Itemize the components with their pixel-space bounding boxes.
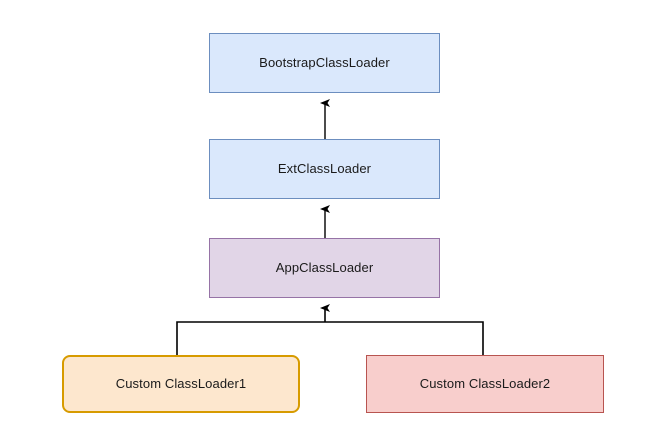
node-custom-classloader2-label: Custom ClassLoader2: [419, 376, 551, 392]
node-app-classloader[interactable]: AppClassLoader: [209, 238, 440, 298]
node-bootstrap-classloader[interactable]: BootstrapClassLoader: [209, 33, 440, 93]
node-custom-classloader2[interactable]: Custom ClassLoader2: [366, 355, 604, 413]
node-custom-classloader1[interactable]: Custom ClassLoader1: [62, 355, 300, 413]
node-ext-classloader[interactable]: ExtClassLoader: [209, 139, 440, 199]
node-bootstrap-classloader-label: BootstrapClassLoader: [259, 55, 390, 71]
node-app-classloader-label: AppClassLoader: [275, 260, 374, 276]
node-custom-classloader1-label: Custom ClassLoader1: [115, 376, 247, 392]
edge-customs-to-app: [176, 304, 484, 355]
node-ext-classloader-label: ExtClassLoader: [277, 161, 372, 177]
